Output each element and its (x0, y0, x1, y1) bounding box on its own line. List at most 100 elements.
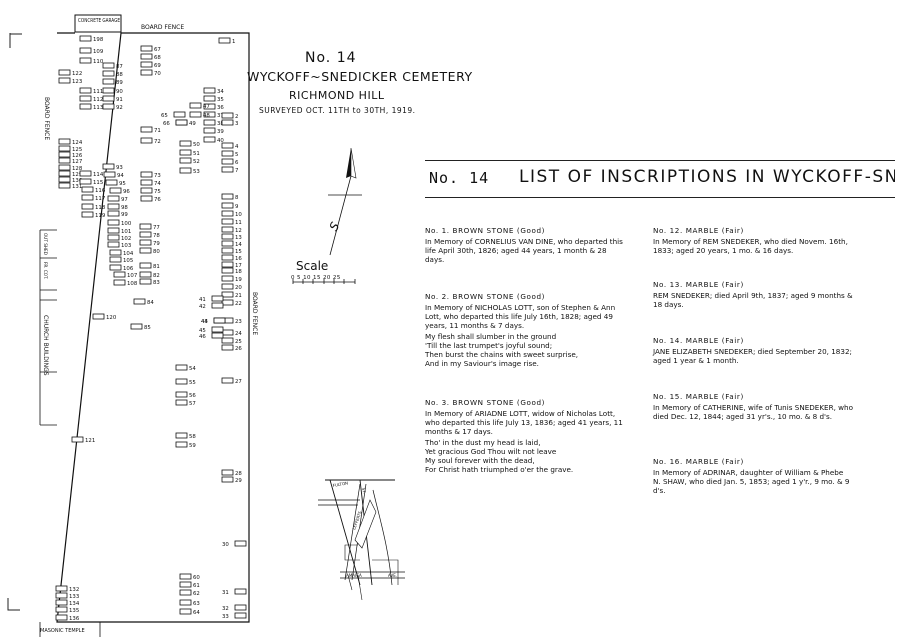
street-label: AVE. (388, 573, 397, 578)
plot-number: 95 (119, 181, 126, 187)
inscription-head: No. 3. BROWN STONE (Good) (425, 398, 546, 407)
plot-box (58, 145, 71, 152)
plot-box (221, 247, 234, 254)
plot-marker: 134 (55, 599, 80, 607)
concrete-garage-label: CONCRETE GARAGE (78, 18, 120, 24)
plot-box (175, 364, 188, 371)
plot-box (79, 87, 92, 94)
plot-marker: 42 (199, 302, 224, 310)
plot-number: 30 (222, 542, 229, 548)
plot-box (221, 119, 234, 126)
plot-number: 47 (203, 104, 210, 110)
plot-box (79, 95, 92, 102)
plot-box (139, 239, 152, 246)
plot-number: 67 (154, 47, 161, 53)
plot-number: 56 (189, 393, 196, 399)
plot-number: 134 (69, 601, 80, 607)
plot-number: 31 (222, 590, 229, 596)
plot-box (81, 186, 94, 193)
plot-number: 93 (116, 165, 123, 171)
plot-number: 133 (69, 594, 79, 600)
scale-label: Scale (296, 259, 329, 273)
plot-number: 96 (123, 189, 130, 195)
plot-box (221, 202, 234, 209)
plot-number: 118 (95, 205, 106, 211)
plot-marker: 34 (203, 87, 224, 95)
plot-marker: 104 (109, 249, 134, 257)
plot-box (140, 45, 153, 52)
plot-marker: 35 (203, 95, 224, 103)
plot-number: 129 (72, 172, 83, 178)
verse-line: Tho' in the dust my head is laid, (425, 438, 541, 447)
plot-number: 15 (235, 249, 242, 255)
street-label: LEFFERTS (351, 510, 362, 530)
plot-marker: 89 (102, 78, 123, 86)
plot-box (179, 573, 192, 580)
plot-marker: 17 (221, 261, 242, 269)
plot-marker: 55 (175, 378, 196, 386)
plot-number: 35 (217, 97, 224, 103)
plot-box (179, 589, 192, 596)
plot-box (179, 599, 192, 606)
plot-number: 68 (154, 55, 161, 61)
plot-marker: 94 (103, 171, 124, 179)
plot-number: 16 (235, 256, 242, 262)
plot-marker: 65 (161, 111, 186, 119)
cemetery-boundary (56, 32, 250, 623)
plot-number: 71 (154, 128, 161, 134)
plot-marker: 69 (140, 61, 161, 69)
svg-text:S: S (326, 220, 342, 234)
plot-box (175, 432, 188, 439)
plot-box (175, 378, 188, 385)
plot-marker: 124 (58, 138, 83, 146)
plot-number: 42 (199, 304, 206, 310)
plot-box (221, 267, 234, 274)
plot-marker: 15 (221, 247, 242, 255)
plot-number: 87 (116, 64, 123, 70)
plot-number: 40 (217, 138, 224, 144)
plot-box (234, 588, 247, 595)
plot-box (79, 47, 92, 54)
plot-number: 109 (93, 49, 104, 55)
plot-number: 108 (127, 281, 138, 287)
verse-line: For Christ hath triumphed o'er the grave… (425, 465, 574, 474)
plot-box (92, 313, 105, 320)
plot-box (55, 592, 68, 599)
verse-line: My flesh shall slumber in the ground (425, 332, 557, 341)
plot-number: 74 (154, 181, 161, 187)
plot-box (221, 226, 234, 233)
plot-marker: 198 (79, 35, 104, 43)
inscription-entry: No. 12. MARBLE (Fair) In Memory of REM S… (653, 226, 853, 255)
plot-marker: 116 (81, 186, 106, 194)
inscription-body: In Memory of NICHOLAS LOTT, son of Steph… (425, 303, 616, 330)
plot-box (139, 223, 152, 230)
map-number: No. 14 (305, 50, 357, 66)
plot-box (203, 136, 216, 143)
plot-marker: 113 (79, 103, 103, 111)
plot-marker: 82 (139, 271, 160, 279)
plot-number: 117 (95, 196, 105, 202)
plot-marker: 33 (222, 612, 247, 620)
plot-marker: 105 (109, 256, 133, 264)
plot-marker: 120 (92, 313, 117, 321)
plot-marker: 11 (221, 218, 242, 226)
plot-marker: 83 (139, 278, 160, 286)
plot-marker: 18 (221, 267, 242, 275)
plot-number: 27 (235, 379, 242, 385)
plot-marker: 80 (139, 247, 160, 255)
plot-marker: 28 (221, 469, 242, 477)
plot-box (103, 171, 116, 178)
inscription-entry: No. 1. BROWN STONE (Good) In Memory of C… (425, 226, 625, 264)
plot-box (221, 275, 234, 282)
plot-marker: 112 (79, 95, 103, 103)
plot-box (109, 187, 122, 194)
plot-box (133, 298, 146, 305)
inscription-head: No. 15. MARBLE (Fair) (653, 392, 744, 401)
masonic-temple-label: MASONIC TEMPLE (40, 628, 85, 634)
verse-line: My soul forever with the dead, (425, 456, 535, 465)
plot-marker: 27 (221, 377, 242, 385)
plot-box (58, 151, 71, 158)
plot-box (221, 344, 234, 351)
fr-cot-label: FR. COT. (43, 262, 48, 279)
inscription-head: No. 1. BROWN STONE (Good) (425, 226, 546, 235)
